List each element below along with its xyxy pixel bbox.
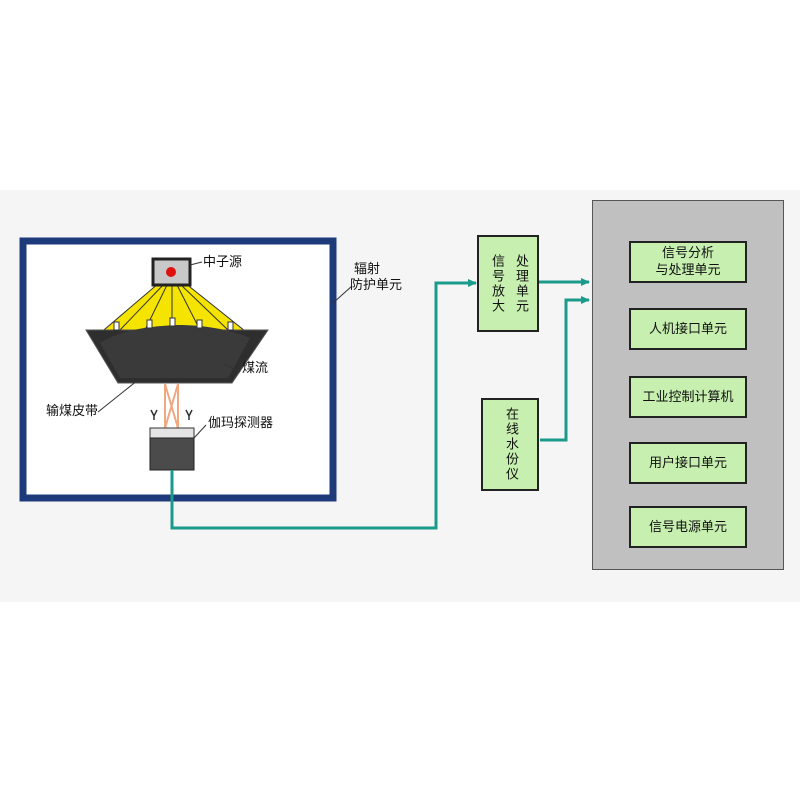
conveyor-belt-label: 输煤皮带: [46, 404, 99, 419]
amp-box-label-2: 处理单元: [513, 253, 528, 314]
industrial-computer-label: 工业控制计算机: [642, 389, 734, 405]
detector-to-amp-connector: [170, 279, 477, 530]
signal-power-label: 信号电源单元: [648, 519, 727, 535]
computer-panel: 信号分析 与处理单元 人机接口单元 工业控制计算机 用户接口单元 信号电源单元: [592, 200, 784, 570]
gamma-symbols: [150, 409, 193, 420]
online-moisture-meter-box: 在线水份仪: [481, 398, 539, 491]
coal-flow-leader: [223, 363, 241, 373]
signal-analysis-label-2: 与处理单元: [655, 263, 721, 278]
coal-flow-label: 煤流: [242, 361, 269, 376]
signal-analysis-label-1: 信号分析: [661, 246, 714, 261]
gamma-detector-label: 伽玛探测器: [208, 416, 274, 431]
protection-leader: [332, 285, 353, 304]
moisture-to-computer-connector: [540, 296, 590, 442]
hmi-unit-label: 人机接口单元: [648, 321, 727, 337]
neutron-source-leader: [189, 261, 203, 266]
gamma-detector-leader: [193, 424, 207, 439]
user-interface-unit: 用户接口单元: [629, 442, 747, 484]
conveyor-belt-leader: [97, 379, 139, 413]
radiation-protection-label-1: 辐射: [354, 262, 381, 277]
signal-power-unit: 信号电源单元: [629, 506, 747, 548]
radiation-protection-label-2: 防护单元: [350, 278, 403, 293]
gamma-rays: [164, 383, 179, 429]
user-interface-label: 用户接口单元: [648, 455, 727, 471]
moisture-meter-label: 在线水份仪: [503, 407, 518, 482]
industrial-computer-unit: 工业控制计算机: [629, 376, 747, 418]
amp-box-label-1: 信号放大: [489, 253, 504, 314]
coal-pile: [100, 325, 250, 378]
neutron-source-label: 中子源: [203, 255, 243, 270]
signal-amp-processing-box: 信号放大 处理单元: [477, 235, 539, 332]
neutron-source-dot: [166, 267, 176, 277]
gamma-detector-top: [149, 427, 195, 439]
hmi-unit: 人机接口单元: [629, 308, 747, 350]
gamma-detector-body: [149, 437, 195, 471]
belt-markers: [113, 317, 234, 331]
signal-analysis-unit: 信号分析 与处理单元: [629, 241, 747, 283]
